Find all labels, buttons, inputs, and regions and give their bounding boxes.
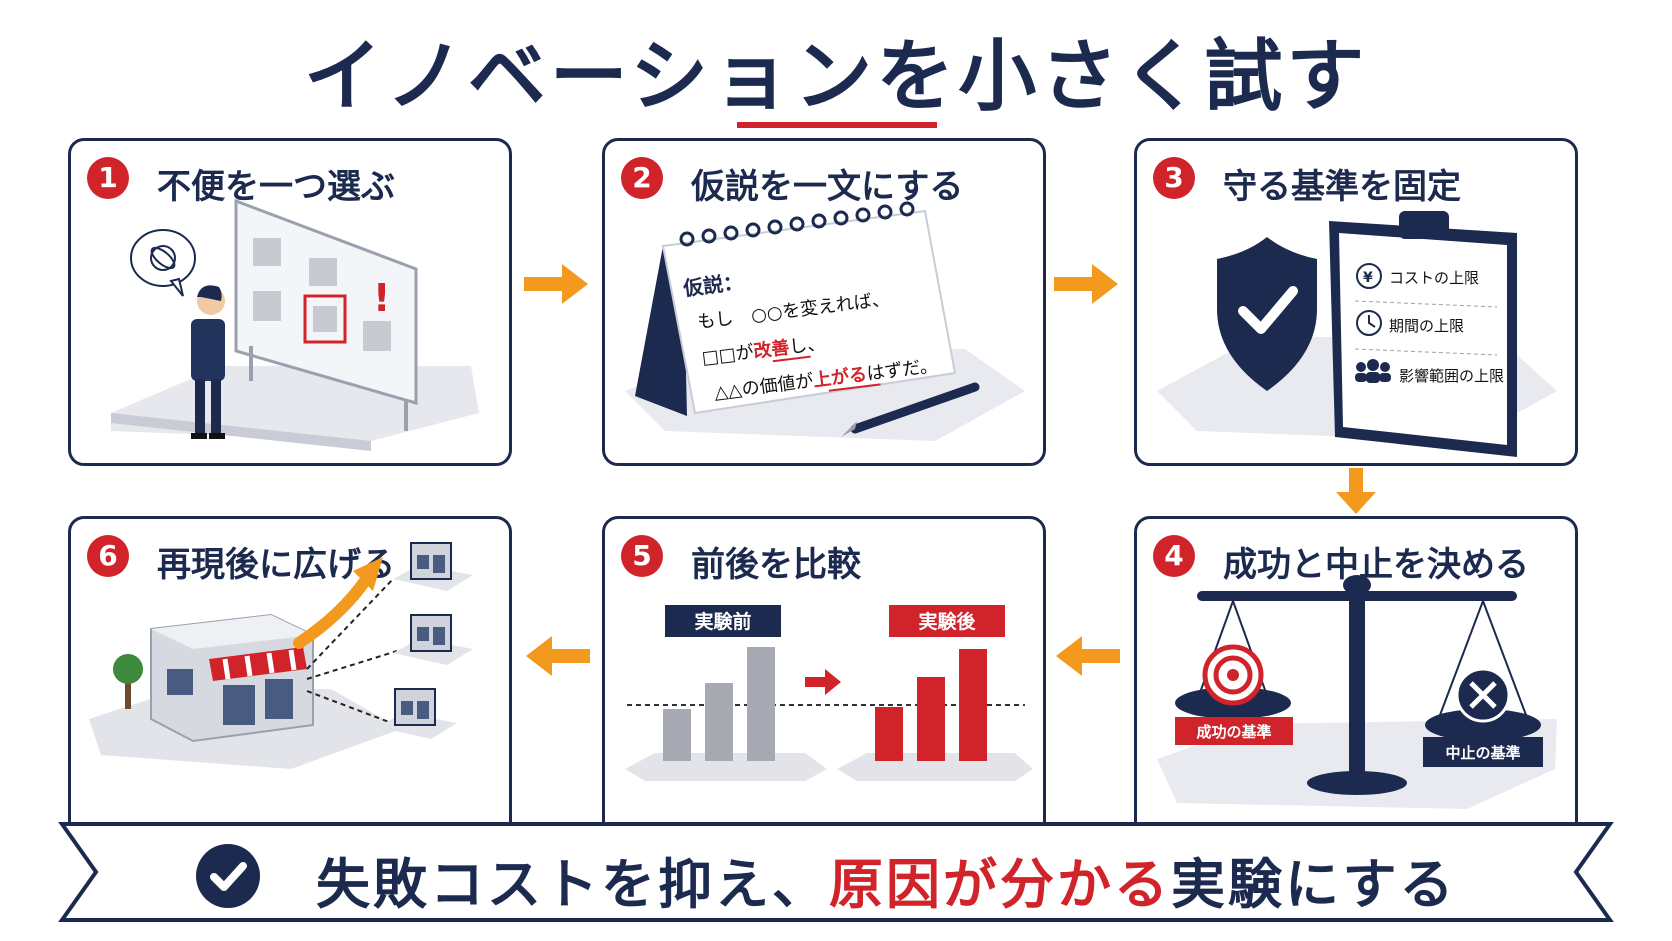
footer-text-part-3: 実験にする xyxy=(1171,853,1457,916)
clock-icon xyxy=(1356,310,1382,336)
step-title: 守る基準を固定 xyxy=(1223,167,1461,207)
step-title: 仮説を一文にする xyxy=(691,167,964,207)
footer-banner xyxy=(58,822,1614,922)
clipboard-item-label: コストの上限 xyxy=(1389,269,1479,287)
people-icon xyxy=(1355,359,1391,383)
footer-text-highlight: 原因が分かる xyxy=(829,853,1171,916)
step-title: 再現後に広げる xyxy=(157,545,395,585)
desk-calendar-illustration: 仮説： もし ○○を変えれば、 □□が改善し、 △△の価値が上がるはずだ。 xyxy=(625,201,1025,441)
shield-icon xyxy=(1217,237,1317,391)
step-title: 前後を比較 xyxy=(691,545,861,585)
check-circle-icon xyxy=(196,844,260,908)
svg-text:!: ! xyxy=(373,276,390,320)
step-card-6: 6 再現後に広げる xyxy=(68,516,512,844)
step-number-badge: 1 xyxy=(87,157,129,199)
mini-store-icon xyxy=(393,542,473,591)
before-label: 実験前 xyxy=(694,610,751,633)
flow-arrow-down xyxy=(1336,468,1376,514)
step-number-badge: 2 xyxy=(621,157,663,199)
calendar-line-2-suffix: し、 xyxy=(788,333,826,358)
page-title: イノベーションを小さく試す xyxy=(303,32,1369,122)
step-card-5: 5 前後を比較 実験前 実験後 xyxy=(602,516,1046,844)
mini-store-icon xyxy=(393,614,473,665)
step-number-badge: 5 xyxy=(621,535,663,577)
step-card-4: 4 成功と中止を決める 成功の基準 xyxy=(1134,516,1578,844)
board-person-illustration: ! xyxy=(111,198,479,451)
footer-text-part-1: 失敗コストを抑え、 xyxy=(316,853,829,916)
balance-scale-illustration: 成功の基準 中止の基準 xyxy=(1157,575,1557,809)
step-number-badge: 3 xyxy=(1153,157,1195,199)
step-card-3: 3 守る基準を固定 ¥ コストの上限 期間の上限 影響範囲の上限 xyxy=(1134,138,1578,466)
footer-message: 失敗コストを抑え、原因が分かる実験にする xyxy=(316,840,1457,919)
clipboard-item-label: 影響範囲の上限 xyxy=(1399,367,1504,385)
calendar-line-2-highlight: 改善 xyxy=(752,336,790,362)
mini-store-icon xyxy=(377,688,457,739)
success-criteria-label: 成功の基準 xyxy=(1196,723,1271,741)
svg-text:¥: ¥ xyxy=(1363,270,1373,286)
flow-arrow-left-1 xyxy=(1056,636,1120,676)
shield-clipboard-illustration: ¥ コストの上限 期間の上限 影響範囲の上限 xyxy=(1157,211,1557,457)
step-title: 成功と中止を決める xyxy=(1223,545,1529,585)
flow-arrow-left-2 xyxy=(526,636,590,676)
step-number-badge: 6 xyxy=(87,535,129,577)
title-underline xyxy=(737,122,937,128)
svg-text:□□が改善し、: □□が改善し、 xyxy=(701,332,827,369)
after-label: 実験後 xyxy=(918,610,976,633)
step-number-badge: 4 xyxy=(1153,535,1195,577)
yen-icon xyxy=(1356,263,1382,289)
store-expansion-illustration xyxy=(89,542,473,769)
step-title: 不便を一つ選ぶ xyxy=(157,167,395,207)
clipboard-item-label: 期間の上限 xyxy=(1389,317,1464,335)
flow-arrow-right-2 xyxy=(1054,264,1118,304)
stop-criteria-label: 中止の基準 xyxy=(1445,744,1520,762)
flow-arrow-right-1 xyxy=(524,264,588,304)
step-card-2: 2 仮説を一文にする 仮説： もし ○○を変えれば、 □□が改善し、 xyxy=(602,138,1046,466)
before-after-chart-illustration: 実験前 実験後 xyxy=(625,605,1033,781)
step-card-1: 1 不便を一つ選ぶ ! xyxy=(68,138,512,466)
